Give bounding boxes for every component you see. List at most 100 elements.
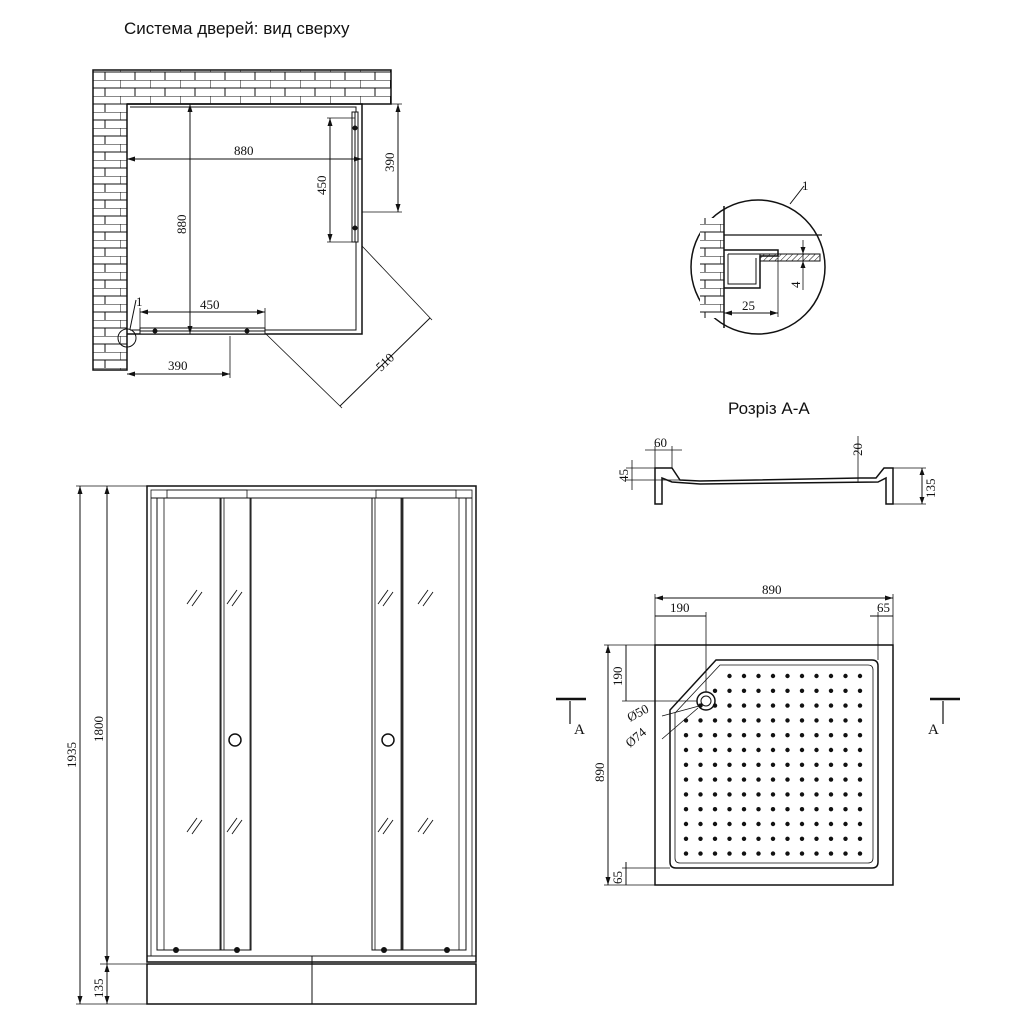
tray-dot — [814, 688, 819, 693]
tray-inner-rim — [674, 664, 874, 864]
tray-dot — [857, 821, 863, 827]
dim-135-label: 135 — [923, 479, 938, 499]
detail-label: 1 — [802, 178, 809, 193]
door-handle — [381, 733, 395, 747]
tray-dot — [799, 851, 805, 856]
right-door — [371, 497, 403, 951]
tray-dot — [683, 733, 689, 738]
tray-dot — [741, 821, 747, 827]
bottom-door-roller — [244, 328, 250, 334]
tray-dot — [828, 807, 834, 812]
tray-dot — [828, 733, 834, 738]
left-door-inner — [223, 497, 251, 951]
tray-dot — [843, 851, 848, 856]
tray-dot — [814, 836, 819, 841]
tray-dot — [799, 688, 805, 693]
front-frame-inner — [150, 489, 473, 957]
tray-dot — [857, 733, 863, 738]
tray-dot — [741, 688, 747, 693]
tray-dot — [785, 762, 790, 767]
tray-dot — [727, 777, 732, 782]
tray-dot — [698, 762, 703, 767]
left-fixed-glass — [156, 497, 222, 951]
detail-circle — [690, 199, 826, 335]
tray-dot — [727, 718, 732, 723]
tray-dot — [770, 733, 776, 738]
front-frame — [146, 485, 477, 963]
tray-dot — [712, 733, 718, 738]
tray-dot — [799, 747, 805, 753]
tray-dot — [683, 851, 689, 856]
tray-dot — [828, 777, 834, 782]
tray-dot — [741, 851, 747, 856]
dim-rim-x-label: 65 — [877, 600, 890, 615]
tray-dot — [756, 718, 761, 723]
dim-25-label: 25 — [742, 298, 755, 313]
tray-dot — [828, 792, 834, 797]
tray-dot — [756, 836, 761, 841]
dim-diagonal-line — [339, 317, 431, 407]
detail-view: 1 4 25 — [690, 178, 826, 335]
tray-dot — [799, 673, 805, 679]
tray-dot — [756, 673, 761, 679]
tray-dot — [683, 821, 689, 827]
drain-inner — [700, 695, 712, 707]
tray-dot — [698, 807, 703, 812]
tray-dot — [843, 821, 848, 827]
tray-dot — [843, 807, 848, 812]
section-cut-label-right: A — [928, 722, 939, 738]
door-roller — [173, 947, 179, 953]
tray-dot — [799, 762, 805, 767]
dim-drain-x-label: 190 — [670, 600, 690, 615]
tray-dot — [712, 747, 718, 753]
tray-dot — [843, 777, 848, 782]
tray-dot — [727, 807, 732, 812]
tray-dot — [727, 821, 732, 827]
dim-4-label: 4 — [788, 281, 803, 288]
tray-dot — [828, 703, 834, 708]
tray-dot — [727, 673, 732, 679]
tray-dot — [814, 733, 819, 738]
tray-dot — [756, 792, 761, 797]
tray-dot — [857, 792, 863, 797]
tray-dot — [799, 718, 805, 723]
bottom-door-roller — [152, 328, 158, 334]
top-clamp — [375, 489, 457, 499]
tray-dot — [727, 747, 732, 753]
tray-dot — [843, 762, 848, 767]
enclosure-inner — [130, 106, 357, 331]
dim-tray-width-label: 890 — [762, 582, 782, 597]
tray-dot — [756, 807, 761, 812]
tray-plan: 890 190 65 890 190 65 Ø50 Ø74 A A — [556, 582, 960, 886]
tray-dot — [741, 836, 747, 841]
left-door — [220, 497, 252, 951]
left-fixed-glass-inner — [163, 497, 221, 951]
section-title: Розріз А-А — [728, 399, 810, 418]
drain-leader — [661, 707, 699, 740]
drain-leader — [661, 705, 700, 717]
detail-leader — [789, 185, 805, 205]
tray-dot — [741, 703, 747, 708]
tray-dot — [799, 777, 805, 782]
tray-dot — [698, 777, 703, 782]
tray-dot — [828, 688, 834, 693]
tray-dot — [698, 747, 703, 753]
detail-callout-circle — [117, 328, 137, 348]
tray-dot — [741, 718, 747, 723]
right-fixed-glass — [401, 497, 467, 951]
glass-reflection — [186, 589, 434, 835]
tray-dot — [814, 851, 819, 856]
tray-dot — [712, 851, 718, 856]
tray-dot — [843, 703, 848, 708]
tray-dot — [712, 777, 718, 782]
tray-dot — [756, 777, 761, 782]
tray-dot — [828, 747, 834, 753]
dim-ext-line — [265, 333, 343, 409]
tray-outer — [654, 644, 894, 886]
tray-dot — [843, 792, 848, 797]
tray-dot — [712, 792, 718, 797]
detail-callout-leader — [129, 299, 137, 330]
tray-dot — [756, 762, 761, 767]
tray-dot — [828, 836, 834, 841]
tray-dot — [814, 792, 819, 797]
